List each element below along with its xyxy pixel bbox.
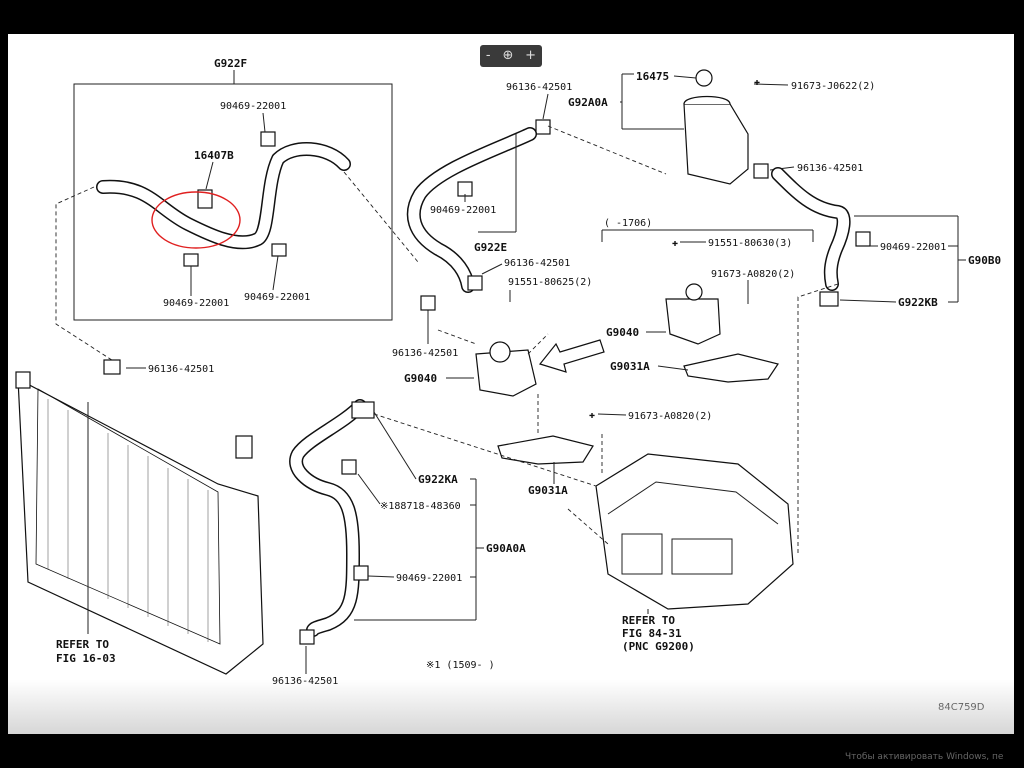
zoom-out-button[interactable]: - (485, 48, 491, 63)
label-90469-d: 90469-22001 (430, 205, 496, 216)
label-g922e: G922E (474, 241, 507, 254)
label-g922f: G922F (214, 57, 247, 70)
label-g92a0a: G92A0A (568, 96, 608, 109)
bracket-mid (497, 435, 594, 465)
label-188718: ※188718-48360 (380, 501, 461, 512)
coolant-reservoir (683, 103, 749, 185)
zoom-in-button[interactable]: + (525, 48, 537, 63)
highlight-circle (151, 191, 241, 249)
label-90469-a: 90469-22001 (220, 101, 286, 112)
label-g90a0a: G90A0A (486, 542, 526, 555)
label-g9040-right: G9040 (606, 326, 639, 339)
water-pump-left (475, 349, 537, 397)
reservoir-cap (695, 69, 713, 87)
inset-box-g922f (73, 83, 393, 321)
label-96136-radiator: 96136-42501 (148, 364, 214, 375)
refer-inverter-3: (PNC G9200) (622, 640, 695, 653)
inverter-assembly (595, 453, 794, 610)
label-96136-top: 96136-42501 (506, 82, 572, 93)
bracket-right (683, 353, 779, 383)
label-g9031a-mid: G9031A (528, 484, 568, 497)
label-90469-f: 90469-22001 (396, 573, 462, 584)
label-g9040-left: G9040 (404, 372, 437, 385)
label-91551-80625: 91551-80625(2) (508, 277, 592, 288)
valve-part (197, 189, 213, 209)
radiator (17, 377, 264, 675)
label-16475: 16475 (636, 70, 669, 83)
label-g9031a-right: G9031A (610, 360, 650, 373)
zoom-toolbar: - ⊕ + (480, 45, 542, 67)
label-g90b0: G90B0 (968, 254, 1001, 267)
direction-arrow (538, 339, 605, 373)
diagram-canvas: G922F 90469-22001 16407B 90469-22001 904… (8, 34, 1014, 734)
label-range-1706: ( -1706) (604, 218, 652, 229)
zoom-icon[interactable]: ⊕ (502, 48, 514, 63)
footnote: ※1 (1509- ) (426, 660, 495, 671)
clamp-part (271, 243, 287, 257)
label-96136-right: 96136-42501 (797, 163, 863, 174)
refer-inverter-2: FIG 84-31 (622, 627, 682, 640)
label-91551-80630: 91551-80630(3) (708, 238, 792, 249)
connector-g922ka (351, 401, 375, 419)
label-g922ka: G922KA (418, 473, 458, 486)
diagram-id: 84C759D (938, 702, 985, 713)
label-90469-b: 90469-22001 (163, 298, 229, 309)
radiator-core (35, 388, 221, 645)
clamp-part (260, 131, 276, 147)
label-g922kb: G922KB (898, 296, 938, 309)
refer-radiator-1: REFER TO (56, 638, 109, 651)
label-91673-a0820-b: 91673-A0820(2) (628, 411, 712, 422)
windows-activation-watermark: Чтобы активировать Windows, пе (845, 752, 1004, 762)
label-16407b: 16407B (194, 149, 234, 162)
label-91673-j0622: 91673-J0622(2) (791, 81, 875, 92)
label-90469-c: 90469-22001 (244, 292, 310, 303)
refer-inverter-1: REFER TO (622, 614, 675, 627)
bolt-icon: ✚ (589, 410, 595, 421)
bolt-icon: ✚ (672, 238, 678, 249)
label-96136-left: 96136-42501 (392, 348, 458, 359)
label-91673-a0820-a: 91673-A0820(2) (711, 269, 795, 280)
bolt-icon: ✚ (754, 77, 760, 88)
label-90469-e: 90469-22001 (880, 242, 946, 253)
clamp-part (183, 253, 199, 267)
label-96136-mid: 96136-42501 (504, 258, 570, 269)
water-pump-right (665, 298, 721, 345)
label-96136-bottom: 96136-42501 (272, 676, 338, 687)
parts-diagram: G922F 90469-22001 16407B 90469-22001 904… (15, 57, 1001, 713)
refer-radiator-2: FIG 16-03 (56, 652, 116, 665)
